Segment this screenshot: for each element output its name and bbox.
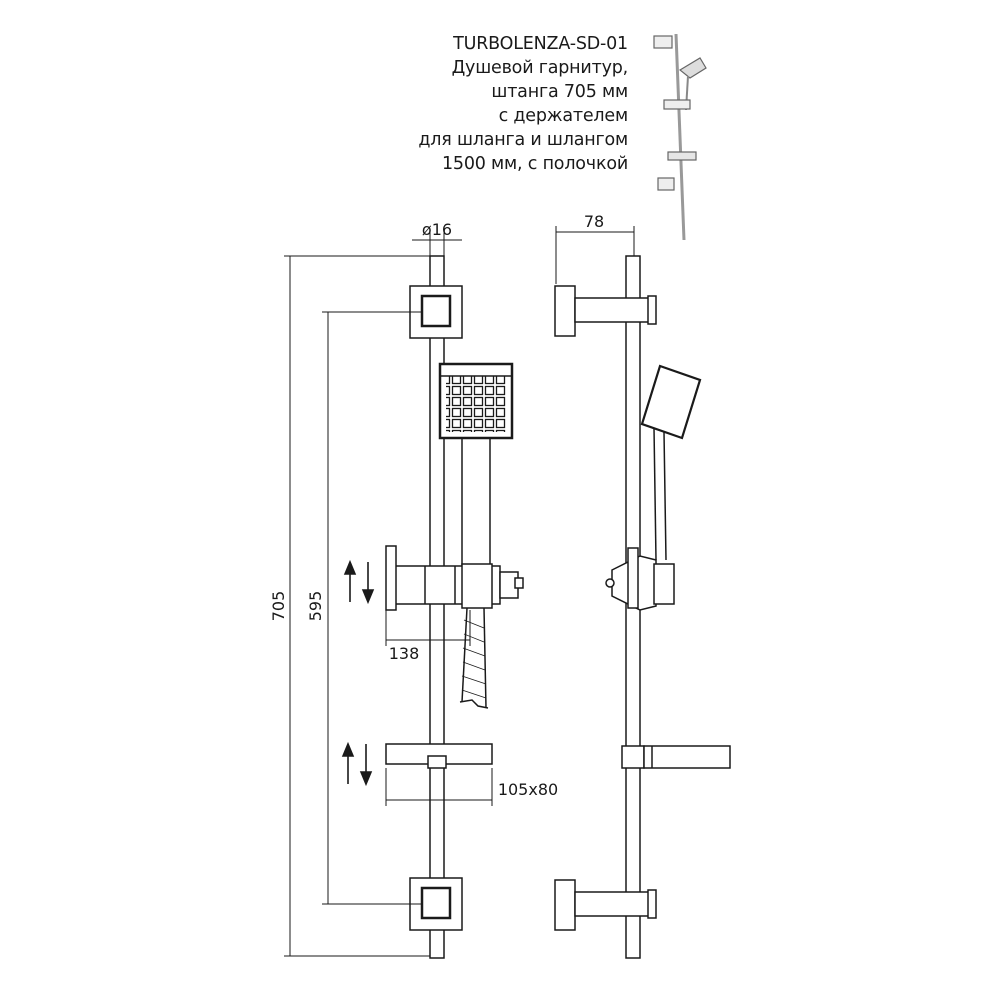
front-hose: [459, 607, 489, 709]
dim-shelf-size: 105x80: [498, 780, 558, 799]
front-rail: [429, 255, 445, 959]
dim-rail-diameter: ø16: [422, 220, 452, 239]
dimension-lines: [284, 226, 635, 957]
product-model: TURBOLENZA-SD-01: [453, 34, 628, 54]
caption-line-2: штанга 705 мм: [491, 82, 628, 102]
side-holder: [605, 547, 675, 611]
dim-holder-width: 138: [389, 644, 420, 663]
dim-total-height: 705: [269, 591, 288, 622]
front-view: [385, 255, 524, 959]
side-bottom-bracket: [554, 879, 657, 931]
front-top-bracket: [409, 285, 463, 339]
side-top-bracket: [554, 285, 657, 337]
dim-wall-offset: 78: [584, 212, 604, 231]
product-caption: TURBOLENZA-SD-01 Душевой гарнитур, штанг…: [418, 32, 628, 176]
slide-arrows-holder: [343, 559, 375, 605]
caption-line-5: 1500 мм, с полочкой: [441, 154, 628, 174]
front-shelf: [385, 743, 493, 769]
side-shower-head: [640, 364, 702, 561]
side-shelf: [621, 745, 731, 769]
slide-arrows-shelf: [341, 741, 373, 787]
front-shower-head: [438, 362, 514, 440]
product-thumbnail: [653, 33, 707, 241]
caption-line-3: с держателем: [498, 106, 629, 126]
dim-mount-distance: 595: [306, 591, 325, 622]
caption-line-1: Душевой гарнитур,: [451, 58, 629, 78]
caption-line-4: для шланга и шлангом: [418, 130, 628, 150]
front-holder-slider: [385, 545, 524, 611]
side-view: [554, 255, 731, 959]
